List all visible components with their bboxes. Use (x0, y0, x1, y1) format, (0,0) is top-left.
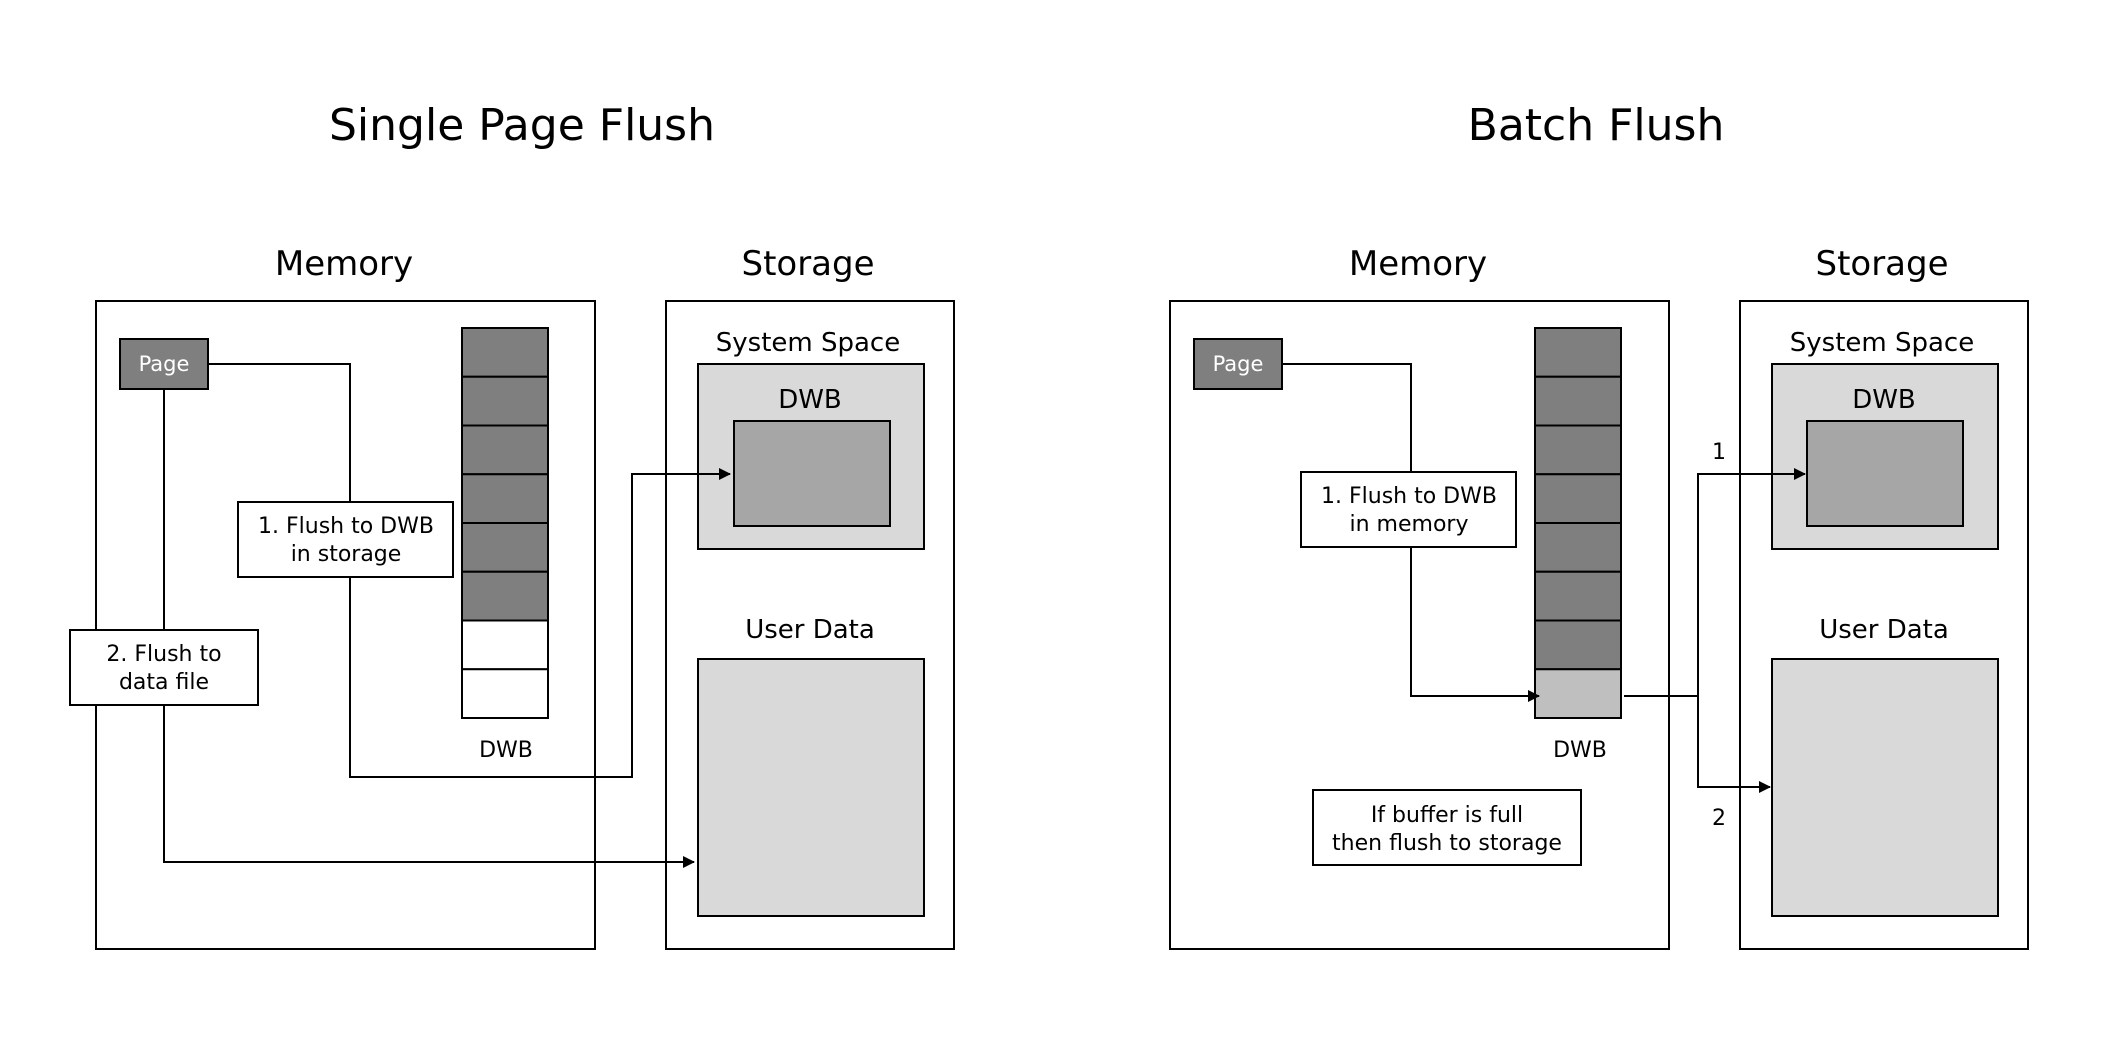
single-step1-line1: 1. Flush to DWB (258, 514, 434, 539)
batch-page-box (1193, 338, 1283, 390)
batch-dwb-slot-3-filled (1534, 424, 1622, 476)
single-storage-dwb-box (733, 420, 891, 527)
single-user-data-label: User Data (745, 615, 875, 645)
single-page-flush-title: Single Page Flush (329, 100, 715, 151)
single-dwb-buffer-label: DWB (479, 738, 533, 763)
batch-dwb-slot-2-filled (1534, 375, 1622, 427)
batch-flush-to-user-data-arrow (1697, 696, 1771, 793)
batch-system-space-label: System Space (1790, 328, 1974, 358)
batch-note-line1: If buffer is full (1371, 803, 1523, 828)
single-dwb-slot-2-filled (461, 375, 549, 427)
batch-arrow-1-label: 1 (1712, 440, 1726, 465)
single-step2-line2: data file (119, 670, 209, 695)
batch-page-label: Page (1213, 352, 1264, 376)
single-dwb-slot-1-filled (461, 327, 549, 378)
batch-dwb-buffer (1534, 327, 1622, 719)
single-user-data-box (697, 658, 925, 917)
batch-dwb-slot-6-filled (1534, 570, 1622, 622)
batch-storage-heading: Storage (1815, 244, 1948, 284)
single-dwb-slot-3-filled (461, 424, 549, 476)
single-memory-heading: Memory (275, 244, 413, 284)
single-page-box (119, 338, 209, 390)
batch-arrow-2-label: 2 (1712, 806, 1726, 831)
single-dwb-slot-8-empty (461, 668, 549, 719)
single-page-label: Page (139, 352, 190, 376)
batch-step1-line1: 1. Flush to DWB (1321, 484, 1497, 509)
batch-memory-heading: Memory (1349, 244, 1487, 284)
batch-step1-line2: in memory (1350, 512, 1469, 537)
single-dwb-slot-7-empty (461, 619, 549, 671)
batch-dwb-slot-7-filled (1534, 619, 1622, 671)
single-dwb-slot-5-filled (461, 522, 549, 573)
batch-dwb-slot-1-filled (1534, 327, 1622, 378)
single-dwb-slot-6-filled (461, 570, 549, 622)
single-flush-to-data-file-arrow (163, 389, 695, 868)
single-flush-to-dwb-arrow (208, 363, 731, 778)
batch-step1-box (1300, 471, 1517, 548)
batch-note-box (1312, 789, 1582, 866)
batch-note-line2: then flush to storage (1332, 831, 1562, 856)
single-storage-heading: Storage (741, 244, 874, 284)
batch-dwb-slot-5-filled (1534, 522, 1622, 573)
batch-dwb-slot-4-filled (1534, 473, 1622, 524)
single-storage-dwb-label: DWB (778, 385, 842, 415)
batch-flush-title: Batch Flush (1468, 100, 1725, 151)
batch-dwb-buffer-label: DWB (1553, 738, 1607, 763)
batch-flush-to-storage-dwb-arrow (1624, 468, 1806, 697)
batch-dwb-slot-8-pending (1534, 668, 1622, 719)
single-step2-line1: 2. Flush to (106, 642, 221, 667)
single-dwb-slot-4-filled (461, 473, 549, 524)
batch-user-data-box (1771, 658, 1999, 917)
single-step1-box (237, 501, 454, 578)
single-step2-box (69, 629, 259, 706)
batch-storage-dwb-box (1806, 420, 1964, 527)
single-dwb-buffer (461, 327, 549, 719)
batch-user-data-label: User Data (1819, 615, 1949, 645)
batch-storage-dwb-label: DWB (1852, 385, 1916, 415)
single-page-flush-diagram: Single Page Flush Memory Storage System … (69, 100, 955, 950)
single-system-space-label: System Space (716, 328, 900, 358)
single-step1-line2: in storage (291, 542, 402, 567)
batch-flush-diagram: Batch Flush Memory Storage System Space … (1169, 100, 2029, 950)
